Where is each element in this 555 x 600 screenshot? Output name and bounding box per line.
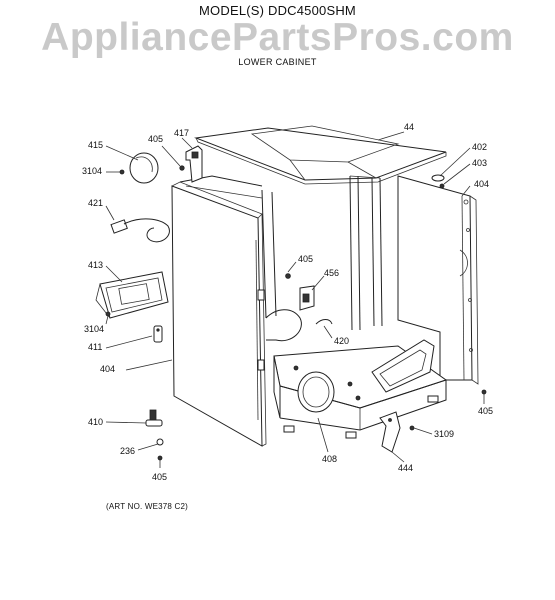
part-421-power-cord: [110, 218, 170, 243]
callout-413: 413: [88, 260, 103, 270]
part-417-bracket: [185, 145, 203, 183]
leader-lines: [105, 131, 485, 468]
callout-405-right: 405: [478, 406, 493, 416]
callout-404-right: 404: [474, 179, 489, 189]
part-3109-screw: [409, 425, 415, 431]
part-402-clip: [431, 174, 445, 182]
callout-408: 408: [322, 454, 337, 464]
callout-417: 417: [174, 128, 189, 138]
callout-3109: 3109: [434, 429, 454, 439]
part-3104-top-screw: [119, 169, 125, 175]
cabinet-left-side: [171, 181, 267, 447]
callout-415: 415: [88, 140, 103, 150]
callout-3104-top: 3104: [82, 166, 102, 176]
watermark: AppliancePartsPros.com: [41, 16, 514, 59]
callout-410: 410: [88, 417, 103, 427]
section-title: LOWER CABINET: [238, 57, 317, 67]
part-236-foot: [156, 438, 164, 446]
top-panel: [194, 125, 447, 185]
part-405-bottom-screw: [157, 455, 163, 461]
callout-444: 444: [398, 463, 413, 473]
part-403-screw: [439, 183, 445, 189]
callout-3104-bottom: 3104: [84, 324, 104, 334]
callout-405-mid: 405: [298, 254, 313, 264]
part-411-clip: [153, 325, 163, 343]
part-405-top-screw: [179, 165, 185, 171]
part-456-bracket: [299, 285, 315, 311]
callout-411: 411: [88, 342, 102, 352]
callout-44: 44: [404, 122, 414, 132]
callout-404-left: 404: [100, 364, 115, 374]
callout-421: 421: [88, 198, 103, 208]
part-410-leg: [145, 409, 163, 427]
part-420-clip: [315, 319, 333, 325]
art-number: (ART NO. WE378 C2): [106, 502, 188, 511]
callout-labels: 44 402 403 404 415 405 417 3104 421 413 …: [82, 122, 493, 482]
callout-456: 456: [324, 268, 339, 278]
callout-403: 403: [472, 158, 487, 168]
cabinet-base: [273, 339, 448, 439]
callout-402: 402: [472, 142, 487, 152]
callout-420: 420: [334, 336, 349, 346]
part-444-bracket: [379, 411, 401, 453]
part-405-mid-screw: [285, 273, 291, 279]
part-413-panel: [95, 271, 169, 319]
callout-236: 236: [120, 446, 135, 456]
part-415-cover: [129, 152, 159, 184]
callout-405-bottom: 405: [152, 472, 167, 482]
part-405-right-screw: [481, 389, 487, 395]
model-title: MODEL(S) DDC4500SHM: [199, 3, 356, 18]
part-3104-lower-screw: [105, 311, 111, 317]
cabinet-rear-frame: [179, 175, 383, 342]
callout-405-top: 405: [148, 134, 163, 144]
